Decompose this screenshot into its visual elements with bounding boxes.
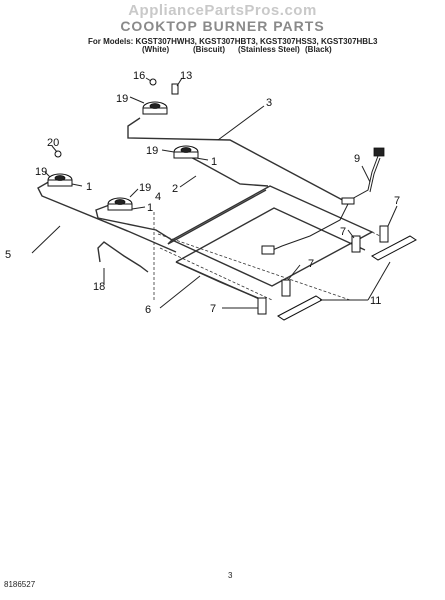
burner-left — [47, 150, 73, 187]
callout-6: 6 — [145, 304, 151, 316]
tube-2 — [184, 153, 269, 187]
leader-lines — [31, 77, 398, 309]
burner-top — [142, 78, 179, 115]
tube-3 — [127, 117, 351, 205]
variant-white: (White) — [142, 45, 170, 54]
dash-line — [157, 233, 351, 301]
page-title: COOKTOP BURNER PARTS — [120, 18, 325, 34]
tube-5 — [37, 179, 177, 253]
variant-stainless: (Stainless Steel) — [238, 45, 300, 54]
burner-lower — [107, 197, 133, 211]
callout-19: 19 — [146, 145, 158, 157]
watermark: AppliancePartsPros.com — [128, 2, 317, 19]
page-number: 3 — [228, 571, 233, 580]
dash-line — [371, 231, 389, 241]
callout-18: 18 — [93, 281, 105, 293]
document-part-number: 8186527 — [4, 580, 36, 589]
variant-black: (Black) — [305, 45, 332, 54]
callout-1: 1 — [147, 202, 153, 214]
ignition-harness — [261, 147, 385, 255]
variant-biscuit: (Biscuit) — [193, 45, 225, 54]
callout-5: 5 — [5, 249, 11, 261]
flex-gas-line — [97, 241, 149, 273]
callout-19: 19 — [35, 166, 47, 178]
callout-7: 7 — [394, 195, 400, 207]
dash-line — [159, 247, 273, 301]
callout-11: 11 — [370, 295, 381, 307]
callout-7: 7 — [308, 258, 314, 270]
callout-20: 20 — [47, 137, 59, 149]
callout-7: 7 — [340, 226, 346, 238]
callout-13: 13 — [180, 70, 192, 82]
callout-3: 3 — [266, 97, 272, 109]
callout-4: 4 — [155, 191, 161, 203]
burner-middle-right — [173, 145, 199, 159]
callout-1: 1 — [211, 156, 217, 168]
manifold-rail — [277, 235, 417, 321]
callout-1: 1 — [86, 181, 92, 193]
callout-7: 7 — [210, 303, 216, 315]
model-list: For Models: KGST307HWH3, KGST307HBT3, KG… — [88, 37, 378, 46]
callout-2: 2 — [172, 183, 178, 195]
callout-9: 9 — [354, 153, 360, 165]
tube-6 — [175, 261, 259, 299]
valve — [257, 225, 389, 315]
callout-19: 19 — [116, 93, 128, 105]
tube-4 — [95, 203, 173, 241]
callout-19: 19 — [139, 182, 151, 194]
manifold-frame — [167, 185, 374, 302]
callout-16: 16 — [133, 70, 145, 82]
